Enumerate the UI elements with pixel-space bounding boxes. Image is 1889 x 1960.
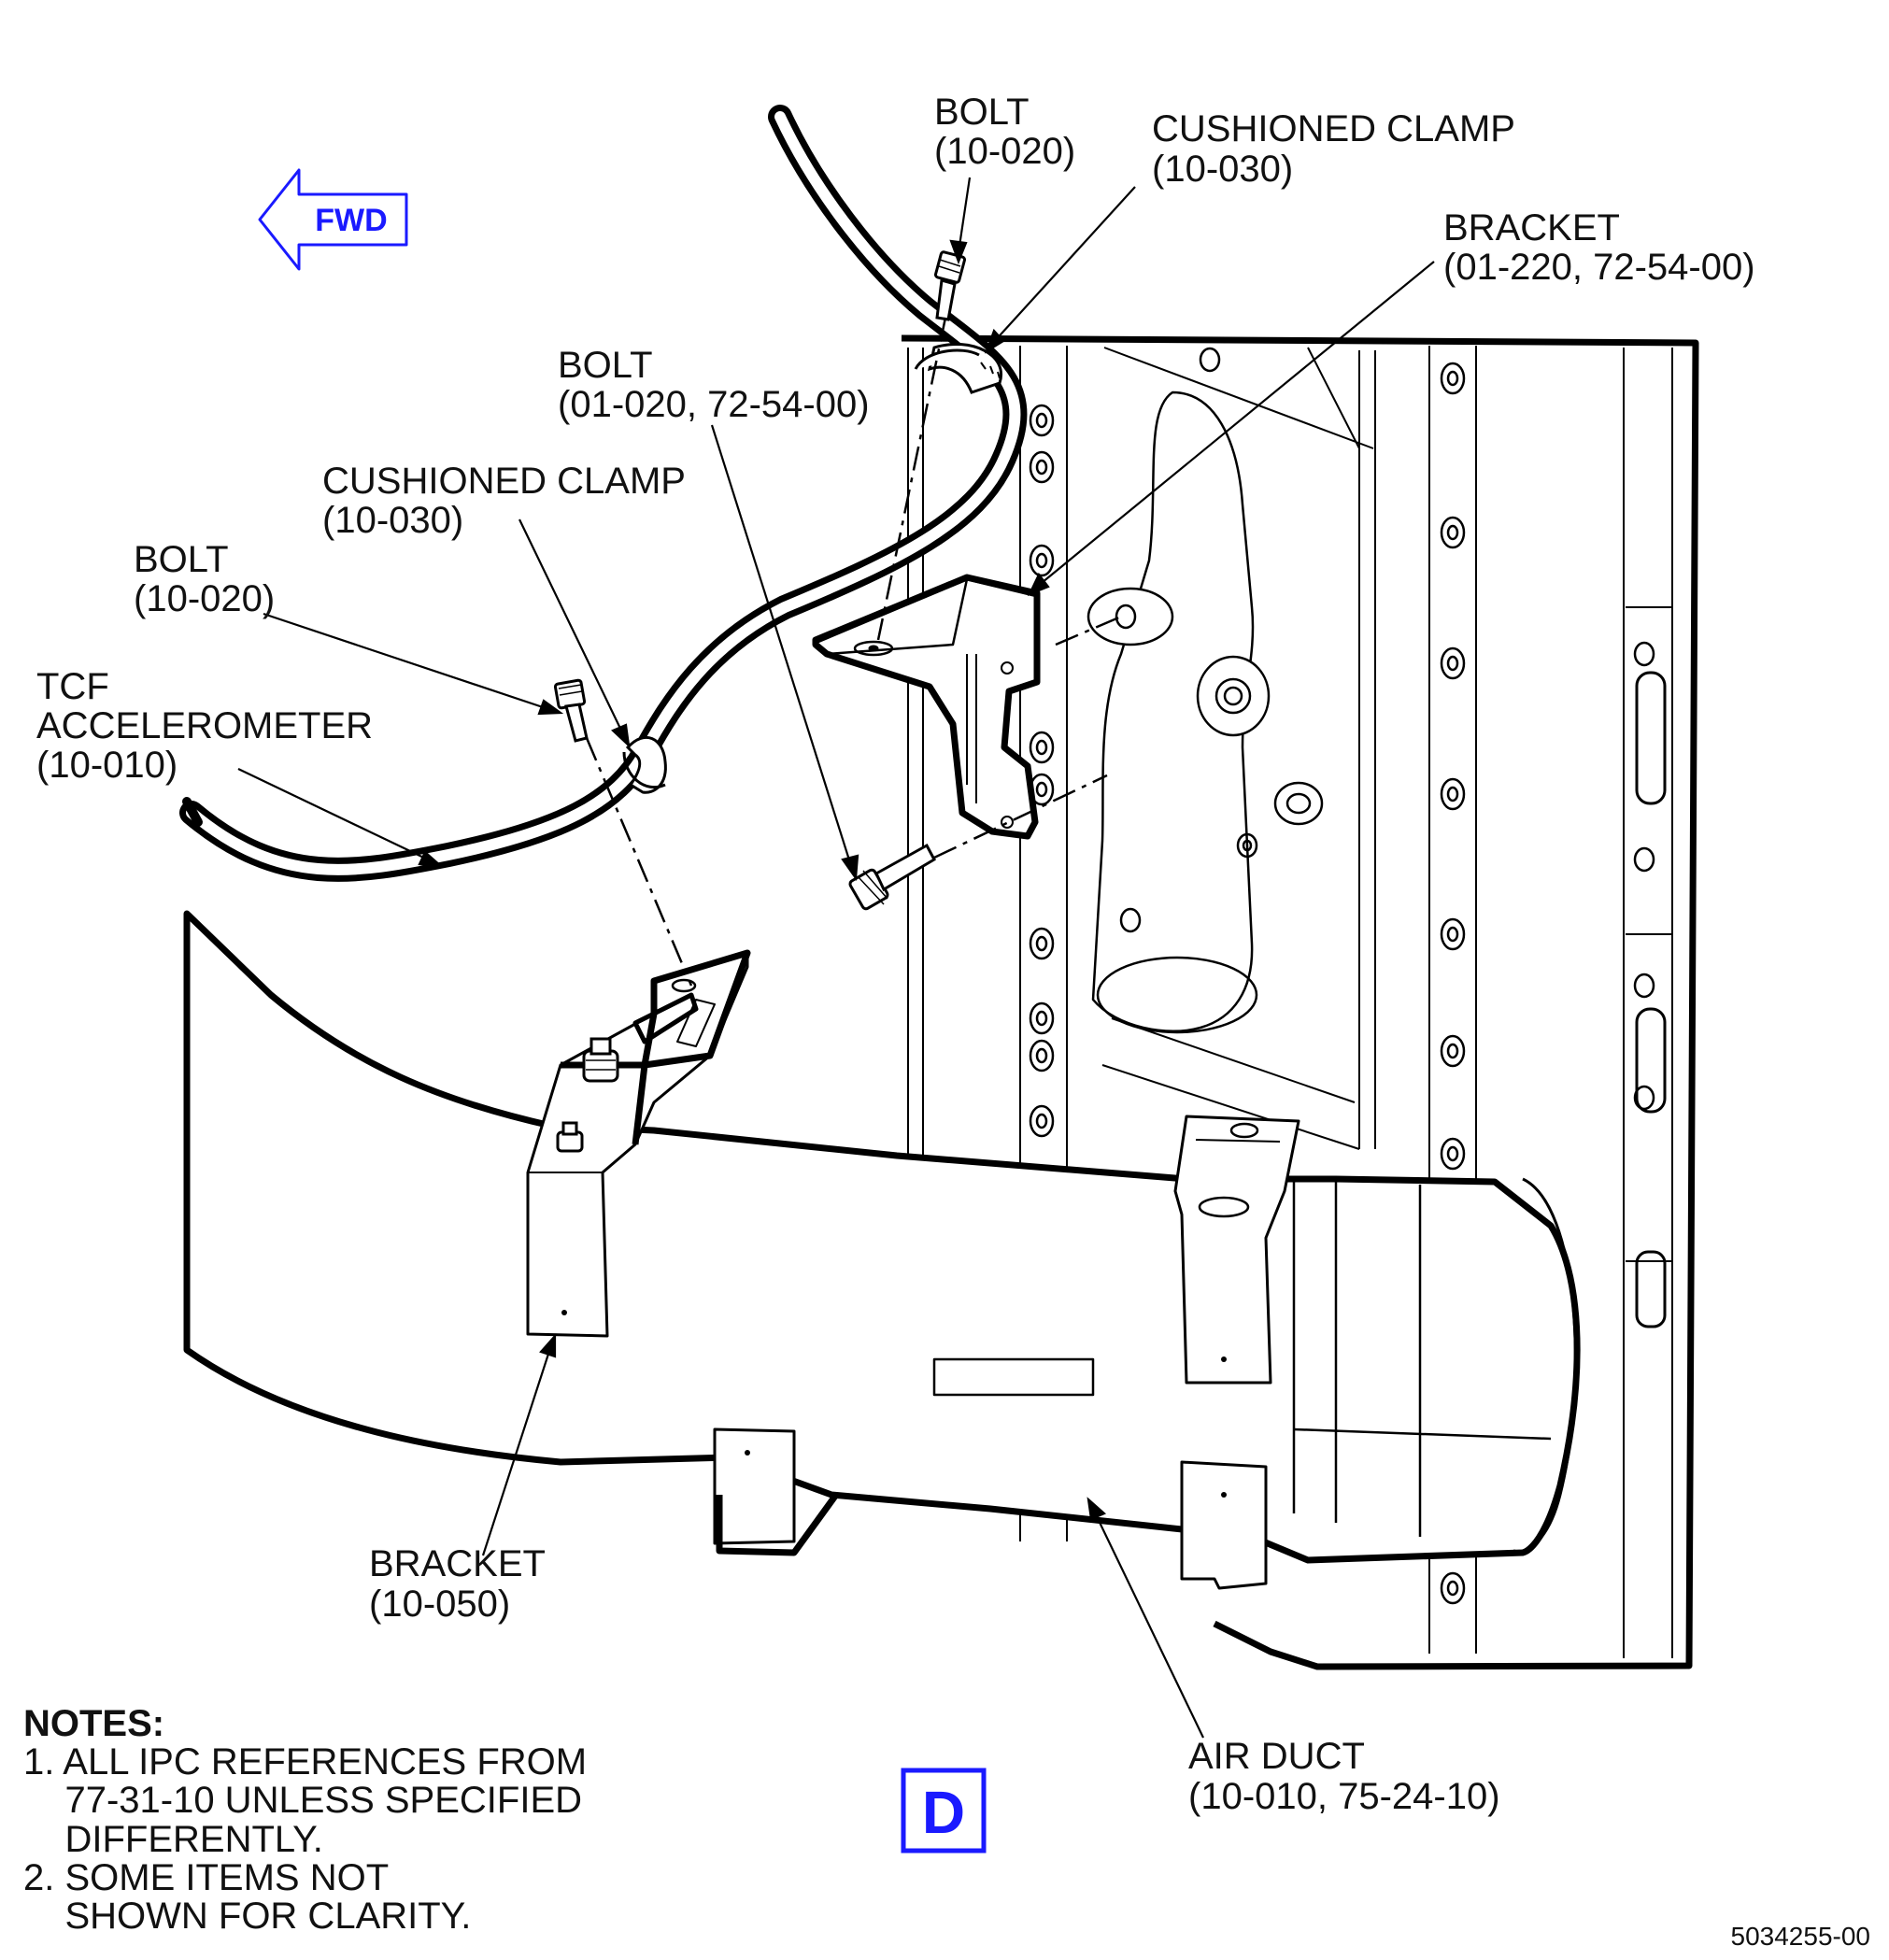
figure-number: 5034255-00 bbox=[1731, 1922, 1870, 1951]
note-line: 77-31-10 UNLESS SPECIFIED bbox=[23, 1780, 582, 1821]
note-line: SHOWN FOR CLARITY. bbox=[23, 1896, 471, 1937]
callout-accelerometer-ref: (10-010) bbox=[36, 745, 178, 786]
air-duct bbox=[183, 910, 1581, 1590]
callout-accelerometer-line2: ACCELEROMETER bbox=[36, 705, 373, 746]
notes-title: NOTES: bbox=[23, 1703, 164, 1744]
callout-air-duct: AIR DUCT (10-010, 75-24-10) bbox=[1188, 1736, 1500, 1817]
callout-bolt-top: BOLT (10-020) bbox=[934, 92, 1075, 172]
lower-bracket bbox=[526, 949, 751, 1338]
callout-bolt-left-ref: (10-020) bbox=[134, 578, 275, 619]
callout-bolt-top-ref: (10-020) bbox=[934, 131, 1075, 172]
callout-bracket-bottom: BRACKET (10-050) bbox=[369, 1543, 546, 1625]
callout-bolt-mid-name: BOLT bbox=[558, 345, 653, 386]
view-label-box: D bbox=[901, 1768, 987, 1853]
callout-bolt-left: BOLT (10-020) bbox=[134, 539, 275, 619]
note-line: 2. SOME ITEMS NOT bbox=[23, 1857, 389, 1898]
note-line: DIFFERENTLY. bbox=[23, 1819, 323, 1860]
callout-air-duct-ref: (10-010, 75-24-10) bbox=[1188, 1776, 1500, 1817]
callout-clamp-top: CUSHIONED CLAMP (10-030) bbox=[1152, 108, 1515, 190]
y-fitting bbox=[1087, 391, 1324, 1034]
callout-bracket-top-ref: (01-220, 72-54-00) bbox=[1443, 247, 1755, 288]
note-line: 1. ALL IPC REFERENCES FROM bbox=[23, 1741, 587, 1782]
lower-bracket-nuts bbox=[556, 1037, 619, 1153]
cushioned-clamps bbox=[622, 342, 1003, 794]
view-label: D bbox=[922, 1779, 965, 1846]
callout-clamp-top-ref: (10-030) bbox=[1152, 149, 1293, 190]
callout-clamp-top-name: CUSHIONED CLAMP bbox=[1152, 108, 1515, 149]
notes-block: NOTES: 1. ALL IPC REFERENCES FROM 77-31-… bbox=[23, 1703, 587, 1937]
upper-bracket bbox=[812, 574, 1041, 840]
callout-bolt-mid-ref: (01-020, 72-54-00) bbox=[558, 384, 870, 425]
callout-bolt-mid: BOLT (01-020, 72-54-00) bbox=[558, 345, 870, 425]
accelerometer-cable bbox=[179, 105, 1028, 882]
callout-accelerometer: TCF ACCELEROMETER (10-010) bbox=[36, 666, 373, 786]
callout-accelerometer-line1: TCF bbox=[36, 666, 109, 707]
fwd-arrow-label: FWD bbox=[315, 203, 387, 238]
callout-clamp-mid-ref: (10-030) bbox=[322, 500, 463, 541]
callout-bracket-top: BRACKET (01-220, 72-54-00) bbox=[1443, 207, 1755, 288]
callout-air-duct-name: AIR DUCT bbox=[1188, 1736, 1365, 1777]
center-lines bbox=[585, 317, 1122, 987]
callout-clamp-mid: CUSHIONED CLAMP (10-030) bbox=[322, 461, 686, 541]
leader-lines bbox=[237, 177, 1435, 1739]
callout-bolt-left-name: BOLT bbox=[134, 539, 229, 580]
structure-panel bbox=[901, 334, 1699, 1670]
callout-clamp-mid-name: CUSHIONED CLAMP bbox=[322, 461, 686, 502]
callout-bracket-bottom-name: BRACKET bbox=[369, 1543, 546, 1584]
callout-bracket-bottom-ref: (10-050) bbox=[369, 1584, 510, 1625]
callout-bracket-top-name: BRACKET bbox=[1443, 207, 1620, 249]
fwd-arrow: FWD bbox=[258, 168, 408, 271]
callout-bolt-top-name: BOLT bbox=[934, 92, 1030, 133]
